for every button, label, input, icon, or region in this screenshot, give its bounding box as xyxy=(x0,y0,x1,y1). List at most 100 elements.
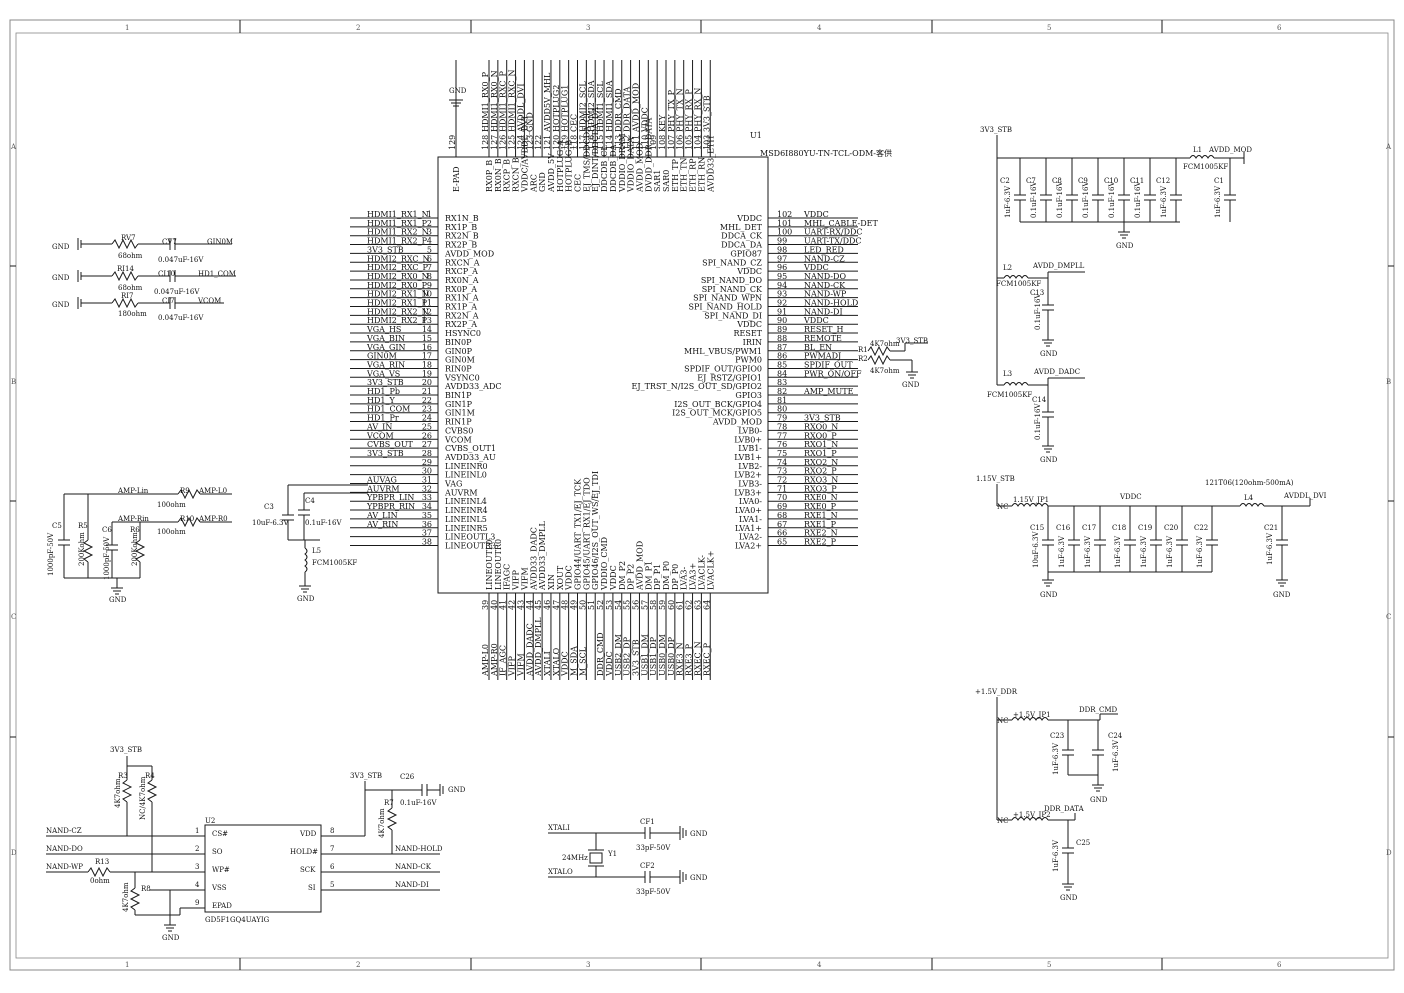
u1-right-pin-func: SPI_NAND_DI xyxy=(704,311,762,320)
c5-label: C5 xyxy=(52,522,62,530)
sheet-inner-frame xyxy=(15,32,1389,959)
inductor-l3 xyxy=(1003,382,1029,386)
u2-pin9-num: 9 xyxy=(195,899,199,907)
u1-right-pin-func: GPIO3 xyxy=(735,391,762,400)
u1-left-pin-func: LINEINR5 xyxy=(445,524,488,533)
u1-right-pin-func: LVA1+ xyxy=(735,524,762,533)
vcom-net: VCOM xyxy=(197,297,221,305)
avddl-dvi-net: AVDDL_DVI xyxy=(1283,492,1327,500)
u1-left-pin-num: 26 xyxy=(422,431,432,440)
r9-value: 100ohm xyxy=(157,501,186,509)
r8-value: 4K7ohm xyxy=(122,882,130,912)
r3-value: 4K7ohm xyxy=(114,778,122,808)
u1-left-net: VGA_VS xyxy=(366,369,400,378)
avdd-mod-decoupling: 3V3_STB L1 AVDD_MOD FCM1005KF C1 1uF-6.3… xyxy=(980,126,1252,385)
u1-right-pin-num: 90 xyxy=(777,316,787,325)
u1-bottom-pin-func: LVA3+ xyxy=(689,563,698,590)
u1-top-net: HDMI1_RXC_N xyxy=(508,69,517,132)
u1-bottom-pin-func: AVDD33_DADC xyxy=(529,527,538,591)
u1-top-net: PHY_RX_N xyxy=(693,88,702,132)
u1-right-pin-func: SPI_NAND_HOLD xyxy=(689,303,762,312)
c2-label: C2 xyxy=(1000,177,1010,185)
grid-col-bottom-4: 4 xyxy=(817,961,822,969)
gnd-label: GND xyxy=(1273,591,1291,599)
grid-row-right-B: B xyxy=(1386,378,1391,386)
u1-right-pin-num: 76 xyxy=(777,440,787,449)
u1-right-pin-func: EJ_RSTZ/GPIO1 xyxy=(697,373,762,382)
grid-row-right-C: C xyxy=(1386,613,1391,621)
u1-right-pin-func: MHL_VBUS/PWM1 xyxy=(684,347,762,356)
resistor-r3 xyxy=(121,779,133,803)
cf2-value: 33pF-50V xyxy=(636,888,671,896)
u1-top-pin-func: VDDIO_DATA xyxy=(627,137,636,193)
u1-right-net: PWMADJ xyxy=(804,352,841,361)
u1-bottom-pin-num: 56 xyxy=(631,600,640,610)
u1-top-pin-num: 115 xyxy=(596,135,605,150)
u1-bottom-pin-num: 43 xyxy=(516,600,525,610)
resistor-ri7 xyxy=(111,297,139,309)
u1-right-pin-num: 101 xyxy=(777,219,792,228)
u1-left-net: HDMI1_RX2_P xyxy=(367,237,428,246)
vddc-decoupling: 1.15V_STB NC 1.15V_JP1 VDDC 121T06(120oh… xyxy=(976,475,1327,599)
u1-left-net: HDMI1_RX1_P xyxy=(367,219,428,228)
nand-ck-net: NAND-CK xyxy=(395,863,432,871)
resistor-r7 xyxy=(386,807,398,831)
c13-label: C13 xyxy=(1030,289,1044,297)
amp-rin-net: AMP-Rin xyxy=(117,515,149,523)
u1-right-pin-func: GPIO87 xyxy=(730,249,762,258)
v3v3-stb-net: 3V3_STB xyxy=(110,746,142,754)
u1-top-pin-func: AVDD_5V xyxy=(547,153,556,193)
ri14-label: RI14 xyxy=(117,265,134,273)
u1-left-pin-func: RX0N_A xyxy=(445,276,479,285)
u1-bottom-net: RXEC_P xyxy=(702,642,711,676)
u1-left-net: GIN0M xyxy=(367,352,397,361)
c23-label: C23 xyxy=(1050,732,1064,740)
u1-right-pin-func: LVB1+ xyxy=(734,453,762,462)
r6-label: R6 xyxy=(130,526,140,534)
u1-top-pin-num: 106 xyxy=(676,135,685,150)
u1-left-pin-func: LINEOUTL3 xyxy=(445,533,495,542)
ci7-label: CI7 xyxy=(162,297,175,305)
c24-value: 1uF-6.3V xyxy=(1112,739,1120,772)
u1-top-pin-num: 118 xyxy=(570,135,579,150)
u1-top-pin-func: EJ_TMS/DDCDA_CL xyxy=(582,110,591,192)
u1-bottom-net: USB0_DP xyxy=(667,636,676,676)
u1-left-pin-func: AVDD33_ADC xyxy=(444,382,501,391)
u2-pin8-num: 8 xyxy=(330,827,334,835)
l3-label: L3 xyxy=(1003,370,1012,378)
u1-bottom-pin-func: XIN xyxy=(547,574,556,590)
u1-right-net: RXE0_N xyxy=(804,493,838,502)
c6-value: 1000pF-50V xyxy=(103,536,111,580)
u2-pin-cs: CS# xyxy=(212,830,228,838)
u1-bottom-pin-num: 55 xyxy=(623,600,632,610)
u1-bottom-pin-func: XOUT xyxy=(556,565,565,590)
u1-right-pin-num: 99 xyxy=(777,237,787,246)
u1-right-net: RXE2_N xyxy=(804,529,838,538)
u1-bottom-pin-num: 64 xyxy=(702,600,711,610)
u1-bottom-net: XTALI xyxy=(543,651,552,676)
c20-label: C20 xyxy=(1164,524,1178,532)
u1-right-pin-func: MHL_DET xyxy=(720,223,763,232)
u1-left-pin-func: RX2N_A xyxy=(445,311,479,320)
u1-right-pin-num: 69 xyxy=(777,502,787,511)
u1-left-net: HD1_Pr xyxy=(367,414,399,423)
u1-bottom-net: XTALO xyxy=(552,647,561,676)
u1-top-net: VDDC xyxy=(640,107,649,133)
grid-row-left-A: A xyxy=(10,143,17,151)
u1-left-net: VGA_RIN xyxy=(366,360,405,369)
gnd-label: GND xyxy=(162,934,180,942)
gnd-label: GND xyxy=(297,595,315,603)
r13-value: 0ohm xyxy=(90,877,110,885)
u1-top-pin-num: 125 xyxy=(508,135,517,150)
u1-left-net: HDMI2_RX1_P xyxy=(367,299,428,308)
r8-label: R8 xyxy=(141,885,151,893)
v3v3-stb-net: 3V3_STB xyxy=(350,772,382,780)
grid-col-top-1: 1 xyxy=(125,24,129,32)
u2-pin-sck: SCK xyxy=(300,866,316,874)
u1-right-net: RXO1_N xyxy=(804,440,838,449)
u1-top-pin-func: RX0P_B xyxy=(485,160,494,192)
u1-right-net: RXE2_P xyxy=(804,537,837,546)
jumper-115v-jp1 xyxy=(1011,503,1049,507)
u1-top-pin-func: ETH_TN xyxy=(680,158,689,193)
